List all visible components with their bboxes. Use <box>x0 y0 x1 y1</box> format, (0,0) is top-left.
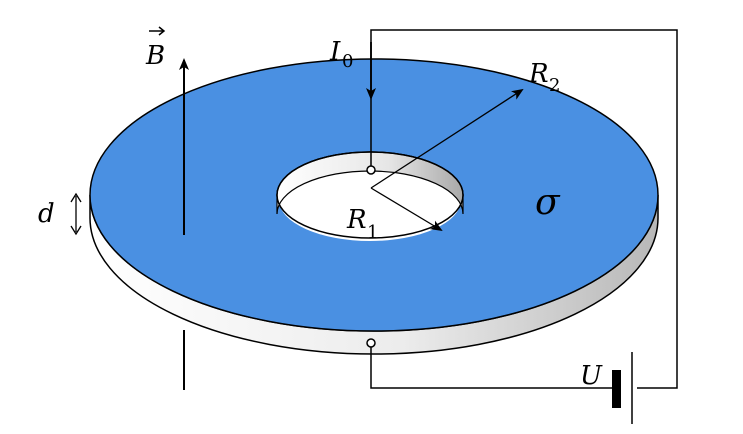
hole-edge <box>276 151 464 239</box>
circuit-wire-bottom <box>370 342 616 389</box>
inner-radius-label-sub: 1 <box>367 222 378 243</box>
field-label: B <box>145 41 165 71</box>
outer-radius-label: R <box>528 59 549 89</box>
battery-negative-plate <box>612 370 621 408</box>
current-label: I <box>329 37 341 67</box>
inner-radius-label: R <box>346 205 367 235</box>
voltage-label: U <box>580 361 603 391</box>
outer-radius-label-sub: 2 <box>549 75 560 96</box>
bottom-contact <box>366 338 376 348</box>
inner-radius-arrow <box>370 187 443 232</box>
vector-arrow-icon <box>149 26 166 36</box>
current-label-sub: 0 <box>342 51 353 72</box>
hole-floor <box>279 159 461 241</box>
thickness-label: d <box>38 199 55 229</box>
top-contact <box>366 165 376 175</box>
conductivity-label: σ <box>535 182 561 223</box>
outer-radius-arrow <box>370 88 524 189</box>
